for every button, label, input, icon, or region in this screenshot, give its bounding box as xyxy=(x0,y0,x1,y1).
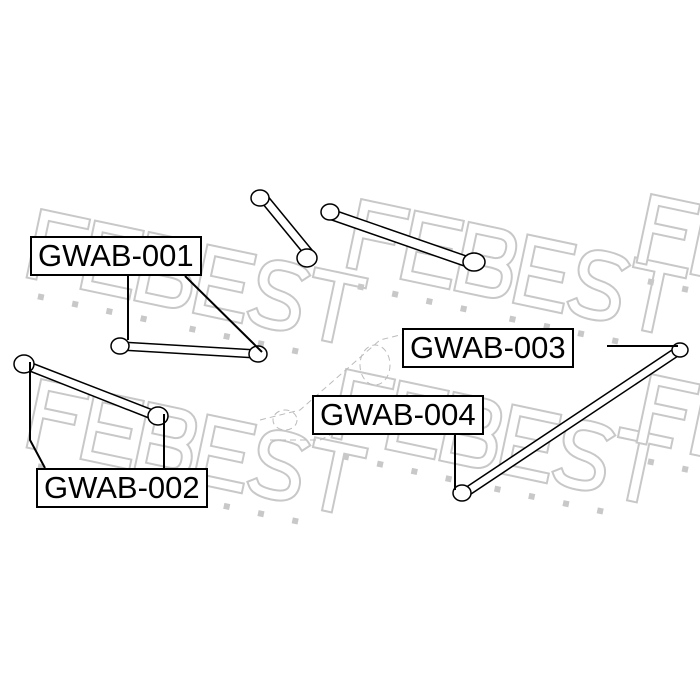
leader-lines xyxy=(29,275,678,490)
suspension-arms xyxy=(13,189,689,502)
arm-gwab-001 xyxy=(110,337,268,363)
part-label-gwab-003: GWAB-003 xyxy=(402,328,574,368)
part-label-gwab-002: GWAB-002 xyxy=(36,468,208,508)
upper-arm-small xyxy=(250,189,318,268)
upper-arm-long xyxy=(320,203,486,272)
part-label-gwab-001: GWAB-001 xyxy=(30,236,202,276)
axle-outline xyxy=(259,329,421,441)
part-label-gwab-004: GWAB-004 xyxy=(312,395,484,435)
